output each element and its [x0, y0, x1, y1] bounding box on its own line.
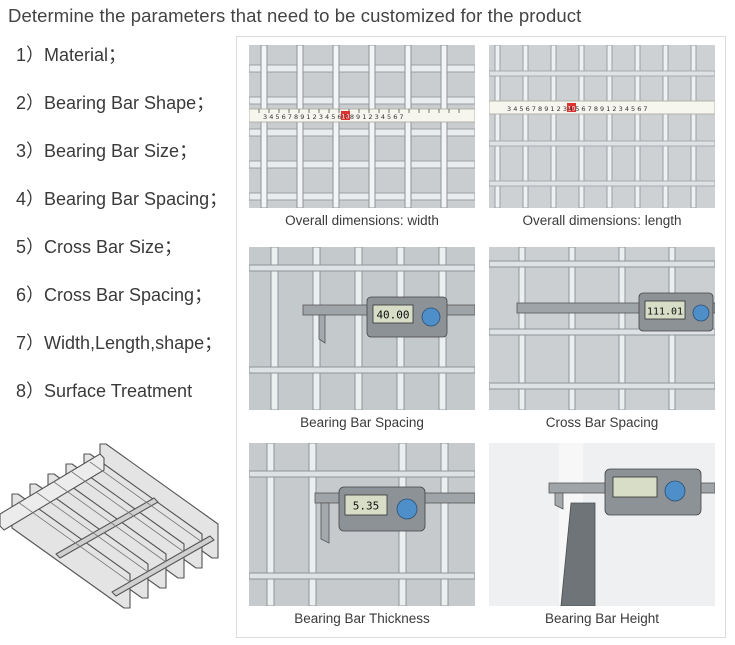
list-item: 1）Material； [16, 42, 227, 90]
photo-length: 10 3 4 5 6 7 8 9 1 2 3 4 5 6 7 8 9 1 2 3… [489, 45, 715, 228]
parameter-list: 1）Material； 2）Bearing Bar Shape； 3）Beari… [16, 42, 227, 426]
item-number: 2） [16, 93, 45, 113]
item-label: Bearing Bar Shape； [44, 93, 215, 113]
item-label: Width,Length,shape； [44, 333, 223, 353]
tape-mark: 10 [568, 106, 576, 113]
item-number: 8） [16, 381, 45, 401]
photo-caption: Bearing Bar Thickness [294, 611, 430, 626]
page-title: Determine the parameters that need to be… [8, 5, 582, 26]
item-number: 4） [16, 189, 45, 209]
tape-numbers: 3 4 5 6 7 8 9 1 2 3 4 5 6 7 8 9 1 2 3 4 … [263, 113, 404, 121]
list-item: 4）Bearing Bar Spacing； [16, 186, 227, 234]
item-label: Bearing Bar Size； [44, 141, 198, 161]
item-number: 3） [16, 141, 45, 161]
photo-caption: Bearing Bar Height [544, 611, 660, 626]
item-label: Bearing Bar Spacing； [44, 189, 228, 209]
item-label: Cross Bar Size； [44, 237, 183, 257]
photo-bearing-bar-height: Bearing Bar Height [489, 443, 715, 626]
caliper-photo [489, 443, 715, 606]
measurement-photo-panel: 10 3 4 5 6 7 8 9 1 2 3 4 5 6 7 8 9 1 2 3… [236, 36, 726, 638]
item-label: Surface Treatment [44, 381, 193, 401]
caliper-photo: 5.35 [249, 443, 475, 606]
item-number: 5） [16, 237, 45, 257]
tape-numbers: 3 4 5 6 7 8 9 1 2 3 4 5 6 7 8 9 1 2 3 4 … [507, 105, 648, 113]
tape-mark: 10 [342, 114, 350, 121]
item-number: 6） [16, 285, 45, 305]
grating-tape-photo: 10 3 4 5 6 7 8 9 1 2 3 4 5 6 7 8 9 1 2 3… [249, 45, 475, 208]
item-label: Cross Bar Spacing； [44, 285, 213, 305]
photo-caption: Cross Bar Spacing [545, 415, 659, 430]
list-item: 2）Bearing Bar Shape； [16, 90, 227, 138]
photo-bearing-bar-spacing: 40.00 Bearing Bar Spacing [249, 247, 475, 430]
caliper-reading: 5.35 [353, 500, 380, 513]
caliper-reading: 40.00 [376, 309, 409, 322]
list-item: 5）Cross Bar Size； [16, 234, 227, 282]
grating-tape-photo: 10 3 4 5 6 7 8 9 1 2 3 4 5 6 7 8 9 1 2 3… [489, 45, 715, 208]
list-item: 3）Bearing Bar Size； [16, 138, 227, 186]
photo-caption: Overall dimensions: width [285, 213, 439, 228]
photo-cross-bar-spacing: 111.01 Cross Bar Spacing [489, 247, 715, 430]
item-label: Material； [44, 45, 127, 65]
list-item: 7）Width,Length,shape； [16, 330, 227, 378]
grating-isometric-illustration [0, 440, 230, 610]
item-number: 1） [16, 45, 45, 65]
list-item: 8）Surface Treatment [16, 378, 227, 426]
caliper-photo: 111.01 [489, 247, 715, 410]
list-item: 6）Cross Bar Spacing； [16, 282, 227, 330]
photo-bearing-bar-thickness: 5.35 Bearing Bar Thickness [249, 443, 475, 626]
item-number: 7） [16, 333, 45, 353]
caliper-photo: 40.00 [249, 247, 475, 410]
photo-caption: Overall dimensions: length [522, 213, 682, 228]
photo-caption: Bearing Bar Spacing [300, 415, 424, 430]
photo-width: 10 3 4 5 6 7 8 9 1 2 3 4 5 6 7 8 9 1 2 3… [249, 45, 475, 228]
caliper-reading: 111.01 [647, 307, 683, 318]
